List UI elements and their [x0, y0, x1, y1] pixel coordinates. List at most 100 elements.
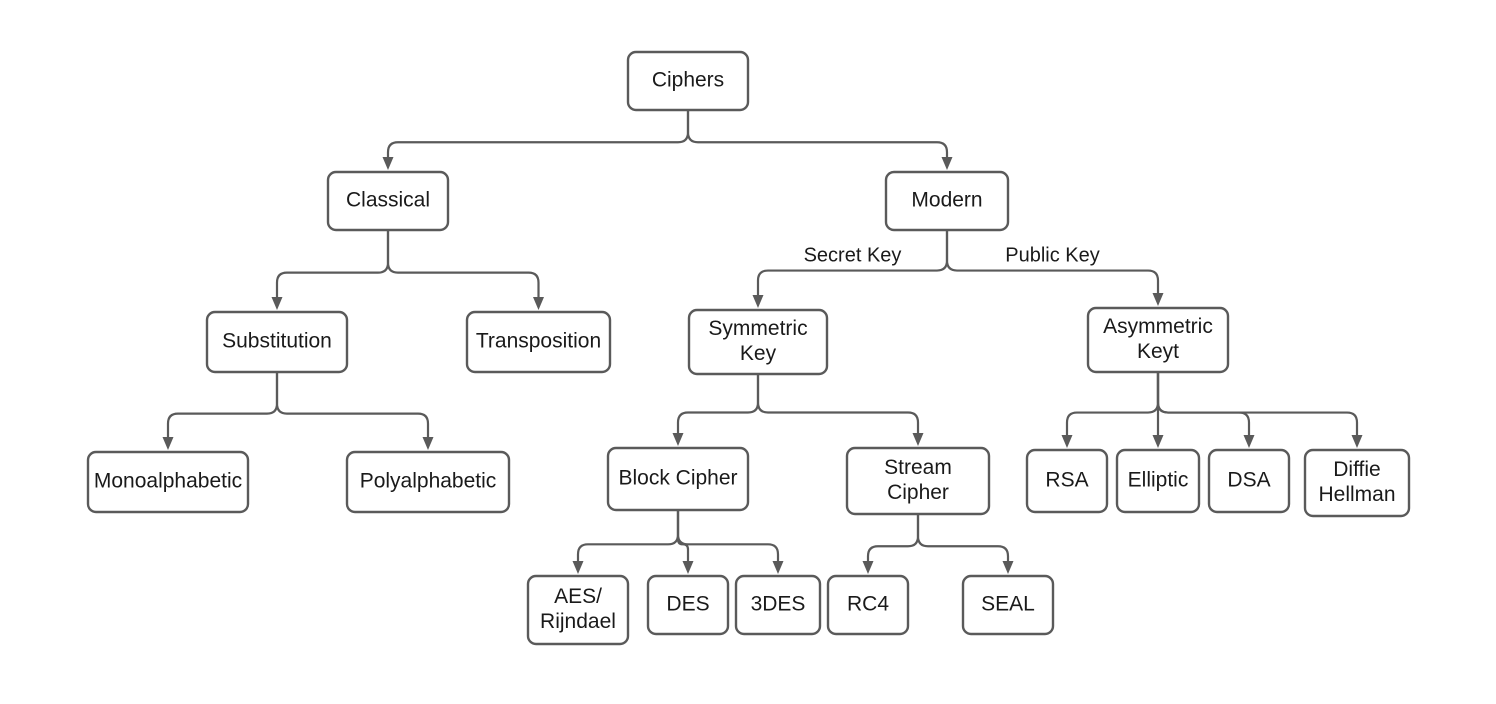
node-label-classical: Classical — [346, 189, 430, 212]
edge-label-e-modern-symmetric: Secret Key — [804, 245, 902, 267]
node-label-asymmetric: Asymmetric — [1103, 315, 1213, 338]
node-label-des: DES — [666, 593, 709, 616]
node-box-monoalphabetic — [86, 450, 250, 514]
node-box-modern — [884, 170, 1010, 232]
arrowhead-rc4 — [862, 561, 874, 574]
node-label-transposition: Transposition — [476, 330, 601, 353]
node-label-asymmetric: Keyt — [1137, 340, 1179, 363]
node-box-aes — [526, 574, 630, 646]
arrowhead-seal — [1002, 561, 1014, 574]
node-label-block: Block Cipher — [618, 467, 737, 490]
edge-label-layer: Secret Key Public Key — [804, 245, 1100, 267]
node-elliptic[interactable]: Elliptic — [1115, 448, 1201, 514]
edge-block-to-aes — [576, 510, 680, 561]
node-box-elliptic — [1115, 448, 1201, 514]
node-3des[interactable]: 3DES — [734, 574, 822, 636]
node-label-symmetric: Key — [740, 342, 777, 365]
node-modern[interactable]: Modern — [884, 170, 1010, 232]
node-label-symmetric: Symmetric — [708, 317, 807, 340]
node-box-substitution — [205, 310, 349, 374]
node-label-3des: 3DES — [751, 593, 806, 616]
node-box-3des — [734, 574, 822, 636]
arrowhead-symmetric — [752, 295, 764, 308]
node-monoalphabetic[interactable]: Monoalphabetic — [86, 450, 250, 514]
arrowhead-modern — [941, 157, 953, 170]
node-block[interactable]: Block Cipher — [606, 446, 750, 512]
arrowhead-elliptic — [1152, 435, 1164, 448]
arrowhead-polyalphabetic — [422, 437, 434, 450]
node-label-ciphers: Ciphers — [652, 69, 724, 92]
edge-layer — [162, 110, 1363, 574]
node-transposition[interactable]: Transposition — [465, 310, 612, 374]
node-label-diffie: Diffie — [1333, 458, 1380, 481]
node-polyalphabetic[interactable]: Polyalphabetic — [345, 450, 511, 514]
node-box-diffie — [1303, 448, 1411, 518]
edge-block-to-des — [676, 510, 690, 561]
node-dsa[interactable]: DSA — [1207, 448, 1291, 514]
node-label-monoalphabetic: Monoalphabetic — [94, 470, 242, 493]
node-box-classical — [326, 170, 450, 232]
node-box-symmetric — [687, 308, 829, 376]
edge-label-e-modern-asymmetric: Public Key — [1005, 245, 1100, 267]
arrowhead-aes — [572, 561, 584, 574]
node-label-aes: Rijndael — [540, 610, 616, 633]
arrowhead-block — [672, 433, 684, 446]
node-seal[interactable]: SEAL — [961, 574, 1055, 636]
node-label-elliptic: Elliptic — [1128, 469, 1189, 492]
node-aes[interactable]: AES/Rijndael — [526, 574, 630, 646]
node-box-dsa — [1207, 448, 1291, 514]
arrowhead-dsa — [1243, 435, 1255, 448]
arrowhead-rsa — [1061, 435, 1073, 448]
node-label-dsa: DSA — [1227, 469, 1270, 492]
node-box-stream — [845, 446, 991, 516]
node-label-aes: AES/ — [554, 585, 602, 608]
arrowhead-asymmetric — [1152, 293, 1164, 306]
node-label-stream: Stream — [884, 456, 952, 479]
edge-stream-to-rc4 — [866, 514, 920, 561]
arrowhead-stream — [912, 433, 924, 446]
edge-substitution-to-polyalphabetic — [275, 372, 430, 437]
node-rsa[interactable]: RSA — [1025, 448, 1109, 514]
edge-classical-to-substitution — [275, 230, 390, 297]
edge-stream-to-seal — [916, 514, 1010, 561]
node-label-modern: Modern — [911, 189, 982, 212]
arrowhead-des — [682, 561, 694, 574]
node-label-substitution: Substitution — [222, 330, 332, 353]
node-box-polyalphabetic — [345, 450, 511, 514]
node-substitution[interactable]: Substitution — [205, 310, 349, 374]
node-ciphers[interactable]: Ciphers — [626, 50, 750, 112]
node-label-stream: Cipher — [887, 481, 949, 504]
edge-asymmetric-to-diffie — [1156, 372, 1359, 435]
edge-ciphers-to-modern — [686, 110, 949, 157]
arrowhead-substitution — [271, 297, 283, 310]
node-box-block — [606, 446, 750, 512]
node-des[interactable]: DES — [646, 574, 730, 636]
node-box-asymmetric — [1086, 306, 1230, 374]
edge-block-to-3des — [676, 510, 780, 561]
node-label-rsa: RSA — [1045, 469, 1088, 492]
edge-ciphers-to-classical — [386, 110, 690, 157]
arrowhead-transposition — [533, 297, 544, 310]
edge-asymmetric-to-rsa — [1065, 372, 1160, 435]
node-box-rsa — [1025, 448, 1109, 514]
arrowhead-3des — [772, 561, 784, 574]
node-label-polyalphabetic: Polyalphabetic — [360, 470, 497, 493]
node-label-seal: SEAL — [981, 593, 1035, 616]
edge-symmetric-to-block — [676, 374, 760, 433]
node-box-ciphers — [626, 50, 750, 112]
node-classical[interactable]: Classical — [326, 170, 450, 232]
edge-substitution-to-monoalphabetic — [166, 372, 279, 437]
edge-asymmetric-to-dsa — [1156, 372, 1251, 435]
arrowhead-monoalphabetic — [162, 437, 174, 450]
arrowhead-diffie — [1351, 435, 1363, 448]
arrowhead-classical — [382, 157, 394, 170]
node-box-seal — [961, 574, 1055, 636]
node-rc4[interactable]: RC4 — [826, 574, 910, 636]
node-box-transposition — [465, 310, 612, 374]
